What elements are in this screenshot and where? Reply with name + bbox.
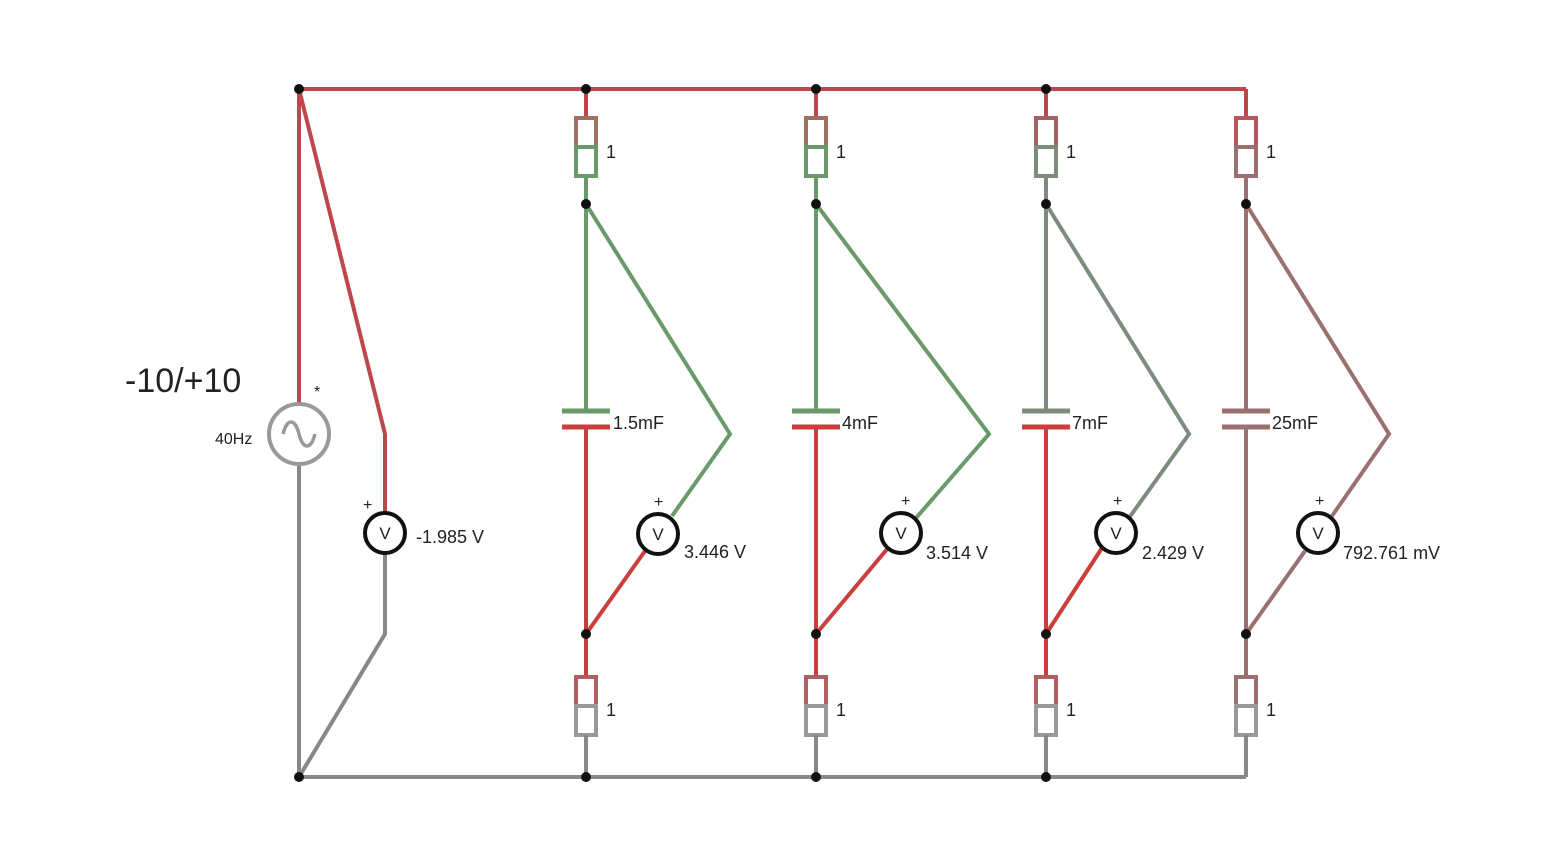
junction-dot bbox=[581, 84, 591, 94]
branch-3: 1 7mF 1 V + 2.429 V bbox=[1022, 89, 1204, 777]
branch-voltmeter[interactable]: V bbox=[636, 512, 680, 556]
voltmeter-icon bbox=[1296, 511, 1340, 555]
branch-voltmeter[interactable]: V bbox=[1296, 511, 1340, 555]
meter-bottom-lead bbox=[584, 549, 647, 636]
capacitor-label: 1.5mF bbox=[613, 413, 664, 433]
source-meter-bottom-lead bbox=[297, 553, 387, 779]
branch-voltmeter[interactable]: V bbox=[879, 511, 923, 555]
source-amplitude-label: -10/+10 bbox=[125, 362, 241, 400]
voltmeter-glyph: V bbox=[1110, 524, 1122, 543]
branch-2: 1 4mF 1 V + 3.514 V bbox=[792, 89, 992, 777]
source-meter-reading: -1.985 V bbox=[416, 527, 484, 547]
bottom-resistor-label: 1 bbox=[836, 700, 846, 720]
junction-dot bbox=[811, 199, 821, 209]
meter-top-lead bbox=[814, 202, 992, 520]
voltmeter-glyph: V bbox=[895, 524, 907, 543]
voltmeter-glyph: V bbox=[1312, 524, 1324, 543]
junction-dot bbox=[294, 772, 304, 782]
meter-top-lead bbox=[584, 202, 733, 518]
bottom-resistor-label: 1 bbox=[606, 700, 616, 720]
meter-reading: 2.429 V bbox=[1142, 543, 1204, 563]
junction-dot bbox=[581, 772, 591, 782]
source-voltmeter[interactable]: V bbox=[363, 511, 407, 555]
junction-dot bbox=[1241, 199, 1251, 209]
bottom-resistor-label: 1 bbox=[1066, 700, 1076, 720]
junction-dot bbox=[1041, 199, 1051, 209]
junction-dot bbox=[294, 84, 304, 94]
top-resistor-label: 1 bbox=[836, 142, 846, 162]
junction-dot bbox=[1041, 629, 1051, 639]
junction-dot bbox=[1041, 772, 1051, 782]
junction-dot bbox=[1241, 629, 1251, 639]
bottom-resistor-label: 1 bbox=[1266, 700, 1276, 720]
junction-dot bbox=[811, 629, 821, 639]
meter-plus: + bbox=[901, 493, 910, 510]
capacitor-label: 25mF bbox=[1272, 413, 1318, 433]
junction-dot bbox=[581, 629, 591, 639]
top-resistor-label: 1 bbox=[606, 142, 616, 162]
meter-reading: 3.446 V bbox=[684, 542, 746, 562]
branch-voltmeter[interactable]: V bbox=[1094, 511, 1138, 555]
top-resistor-label: 1 bbox=[1266, 142, 1276, 162]
source-meter-plus: + bbox=[363, 497, 372, 514]
meter-plus: + bbox=[1113, 493, 1122, 510]
source-frequency-label: 40Hz bbox=[215, 431, 252, 448]
meter-top-lead bbox=[1044, 202, 1192, 520]
source-star-mark: * bbox=[314, 384, 320, 401]
voltmeter-icon bbox=[636, 512, 680, 556]
meter-reading: 3.514 V bbox=[926, 543, 988, 563]
meter-bottom-lead bbox=[1044, 546, 1104, 636]
meter-bottom-lead bbox=[1244, 549, 1307, 636]
voltmeter-icon bbox=[1094, 511, 1138, 555]
meter-top-lead bbox=[1244, 202, 1392, 518]
voltmeter-icon bbox=[363, 511, 407, 555]
voltmeter-glyph: V bbox=[652, 525, 664, 544]
junction-dot bbox=[581, 199, 591, 209]
voltmeter-glyph: V bbox=[379, 524, 391, 543]
junction-dot bbox=[1041, 84, 1051, 94]
source-meter-top-lead bbox=[297, 88, 387, 513]
meter-plus: + bbox=[654, 494, 663, 511]
branch-4: 1 25mF 1 V + 792.761 mV bbox=[1222, 89, 1440, 777]
junction-dot bbox=[811, 84, 821, 94]
meter-plus: + bbox=[1315, 493, 1324, 510]
top-resistor-label: 1 bbox=[1066, 142, 1076, 162]
sine-wave-icon bbox=[281, 420, 317, 448]
capacitor-label: 7mF bbox=[1072, 413, 1108, 433]
junction-dot bbox=[811, 772, 821, 782]
capacitor-label: 4mF bbox=[842, 413, 878, 433]
meter-bottom-lead bbox=[814, 546, 890, 636]
branch-1: 1 1.5mF 1 V + 3.446 V bbox=[562, 89, 746, 777]
junction-nodes bbox=[294, 84, 1251, 782]
voltmeter-icon bbox=[879, 511, 923, 555]
meter-reading: 792.761 mV bbox=[1343, 543, 1440, 563]
ac-voltage-source[interactable] bbox=[267, 402, 331, 466]
